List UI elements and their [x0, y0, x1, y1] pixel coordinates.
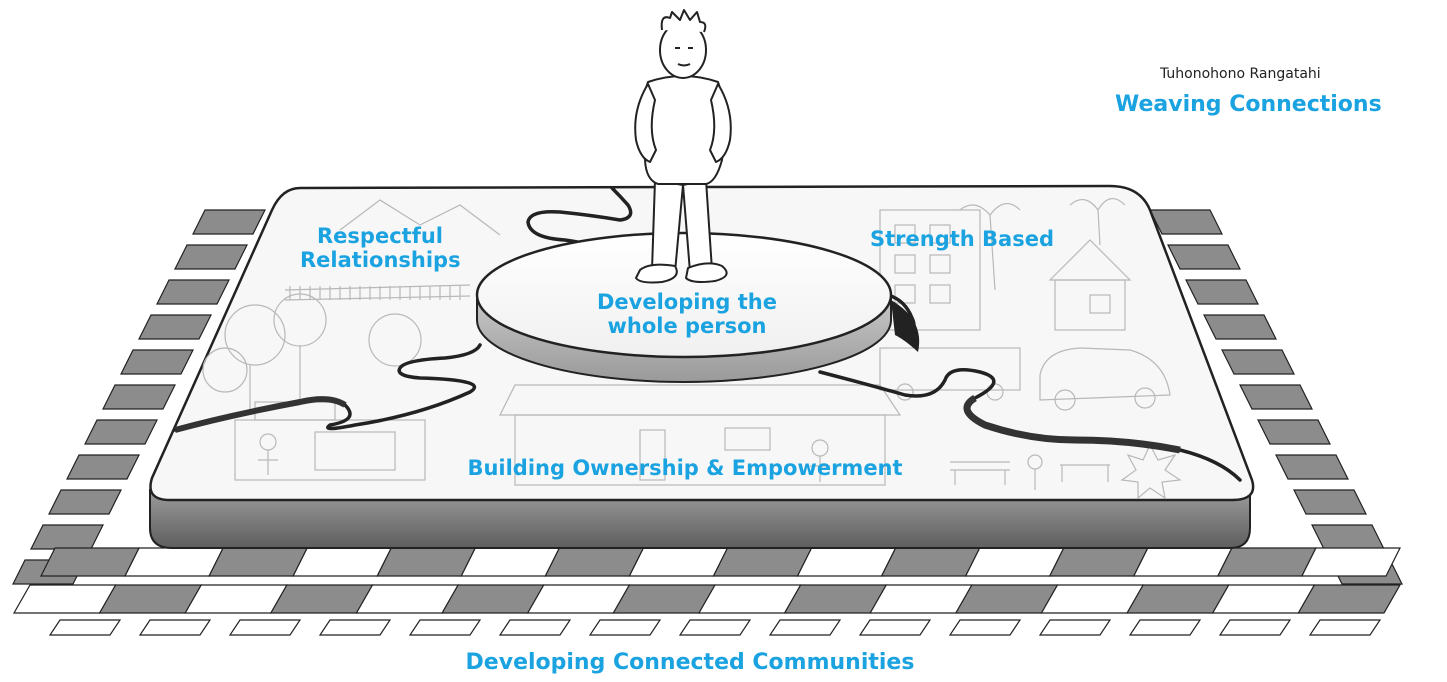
weave-strip: [1308, 619, 1382, 636]
weave-strip: [292, 547, 393, 577]
weave-strip: [228, 619, 302, 636]
weave-strip: [156, 279, 230, 305]
board-side: [149, 489, 1251, 549]
weave-strip: [544, 547, 645, 577]
weave-strip: [612, 584, 717, 614]
weave-strip: [1257, 419, 1331, 445]
seam-shadow: [963, 394, 1181, 454]
weave-strip: [138, 619, 212, 636]
weave-strip: [120, 349, 194, 375]
main-title: Weaving Connections: [1115, 92, 1382, 117]
weave-strip: [1218, 619, 1292, 636]
weave-strip: [1038, 619, 1112, 636]
weave-strip: [1126, 584, 1230, 614]
person-figure: [634, 9, 732, 284]
weave-strip: [1221, 349, 1295, 375]
subtitle: Tuhonohono Rangatahi: [1160, 66, 1321, 82]
weave-strip: [954, 584, 1059, 614]
weave-strip: [48, 619, 122, 636]
label-connected-communities: Developing Connected Communities: [465, 650, 915, 675]
label-building-ownership: Building Ownership & Empowerment: [467, 456, 903, 480]
weave-strip: [408, 619, 482, 636]
center-disk: [475, 231, 920, 383]
weave-strip: [208, 547, 309, 577]
weave-strip: [1203, 314, 1277, 340]
weave-strip: [697, 584, 802, 614]
weave-strip: [1040, 584, 1145, 614]
weave-strip: [1132, 547, 1233, 577]
weave-strip: [1128, 619, 1202, 636]
weave-strip: [1311, 524, 1385, 550]
woven-mat: [12, 209, 1403, 636]
weave-strip: [526, 584, 631, 614]
weave-strip: [12, 584, 117, 614]
weave-strip: [768, 619, 842, 636]
seam-shadow-left: [174, 396, 347, 433]
weave-strip: [948, 619, 1022, 636]
weave-strip: [498, 619, 572, 636]
weave-strip: [1167, 244, 1241, 270]
weave-strip: [184, 584, 288, 614]
weave-strip: [441, 584, 545, 614]
label-strength-based: Strength Based: [870, 227, 1054, 251]
weave-strip: [460, 547, 561, 577]
weave-strip: [880, 547, 981, 577]
weave-strip: [102, 384, 176, 410]
weave-strip: [1297, 584, 1402, 614]
weave-strip: [1185, 279, 1259, 305]
weave-strip: [138, 314, 212, 340]
weave-strip: [783, 584, 888, 614]
weave-strip: [1048, 547, 1149, 577]
weave-strip: [1293, 489, 1367, 515]
weave-strip: [98, 584, 203, 614]
weave-strip: [1211, 584, 1316, 614]
label-developing-whole-person: Developing the whole person: [597, 290, 777, 339]
label-respectful-relationships: Respectful Relationships: [300, 224, 461, 273]
weave-strip: [66, 454, 140, 480]
weave-strip: [1239, 384, 1313, 410]
weave-strip: [318, 619, 392, 636]
weave-strip: [1149, 209, 1223, 235]
weave-strip: [796, 547, 897, 577]
weave-strip: [124, 547, 225, 577]
weave-strip: [1300, 547, 1401, 577]
weave-strip: [1216, 547, 1317, 577]
weave-strip: [48, 489, 122, 515]
weave-strip: [355, 584, 460, 614]
town-sketch: [202, 198, 1182, 500]
weave-strip: [712, 547, 813, 577]
weave-strip: [1275, 454, 1349, 480]
weave-strip: [174, 244, 248, 270]
weave-strip: [269, 584, 374, 614]
weave-strip: [858, 619, 932, 636]
weave-strip: [869, 584, 973, 614]
weave-strip: [84, 419, 158, 445]
weave-strip: [628, 547, 729, 577]
weave-strip: [30, 524, 104, 550]
weave-strip: [40, 547, 141, 577]
weave-strip: [192, 209, 266, 235]
weave-strip: [376, 547, 477, 577]
weave-strip: [588, 619, 662, 636]
weave-strip: [964, 547, 1065, 577]
weave-strip: [678, 619, 752, 636]
